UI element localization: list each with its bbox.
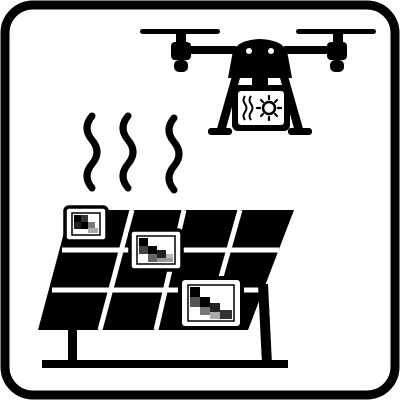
heat-wave-2 [119, 112, 137, 192]
arm-left [186, 46, 236, 54]
hotspot-marker-3 [178, 276, 244, 330]
stand-post-right [258, 284, 272, 364]
hotspot-marker-2 [128, 228, 184, 272]
heat-waves-icon [83, 112, 183, 194]
stand-base [42, 360, 288, 368]
motor-right [327, 42, 347, 60]
heat-wave-1 [83, 112, 101, 192]
stand-post-left [68, 328, 77, 364]
drone-body [228, 39, 292, 78]
hotspot-marker-icon [63, 205, 244, 330]
hotspot-marker-1 [63, 205, 109, 243]
drone-icon [140, 29, 376, 135]
arm-right [284, 46, 330, 54]
propeller-left [140, 29, 220, 34]
thermal-camera-sun-icon [232, 85, 290, 131]
propeller-right [296, 29, 376, 34]
heat-wave-3 [165, 114, 183, 194]
